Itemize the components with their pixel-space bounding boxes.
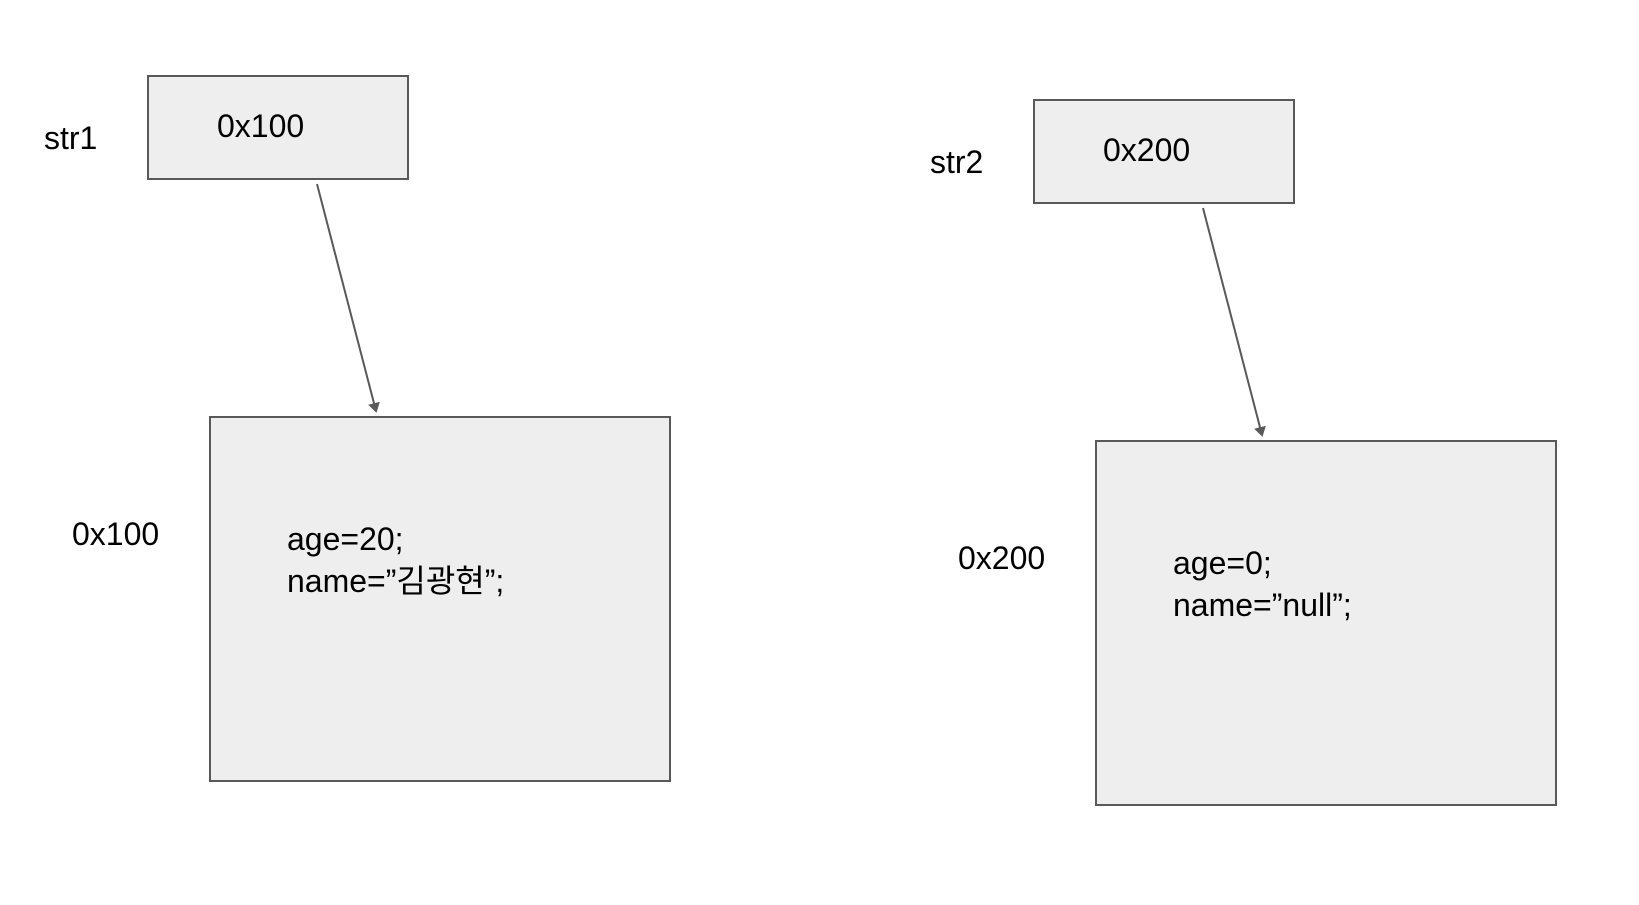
object-field-name: name=”null”;: [1173, 587, 1352, 623]
arrow-str1-to-object: [316, 183, 380, 413]
reference-address-str2: 0x200: [1103, 132, 1191, 168]
arrow-str2-to-object: [1202, 207, 1266, 437]
object-field-age: age=20;: [287, 521, 404, 557]
variable-label-str2: str2: [930, 144, 984, 180]
object-box-0x200: age=0; name=”null”;: [1095, 440, 1557, 806]
object-address-label-0x200: 0x200: [958, 540, 1046, 576]
object-box-0x100: age=20; name=”김광현”;: [209, 416, 671, 782]
reference-address-str1: 0x100: [217, 108, 305, 144]
object-field-age: age=0;: [1173, 545, 1272, 581]
variable-label-str1: str1: [44, 120, 98, 156]
reference-box-str2: 0x200: [1033, 99, 1295, 204]
reference-box-str1: 0x100: [147, 75, 409, 180]
object-address-label-0x100: 0x100: [72, 516, 160, 552]
object-field-name: name=”김광현”;: [287, 563, 505, 599]
